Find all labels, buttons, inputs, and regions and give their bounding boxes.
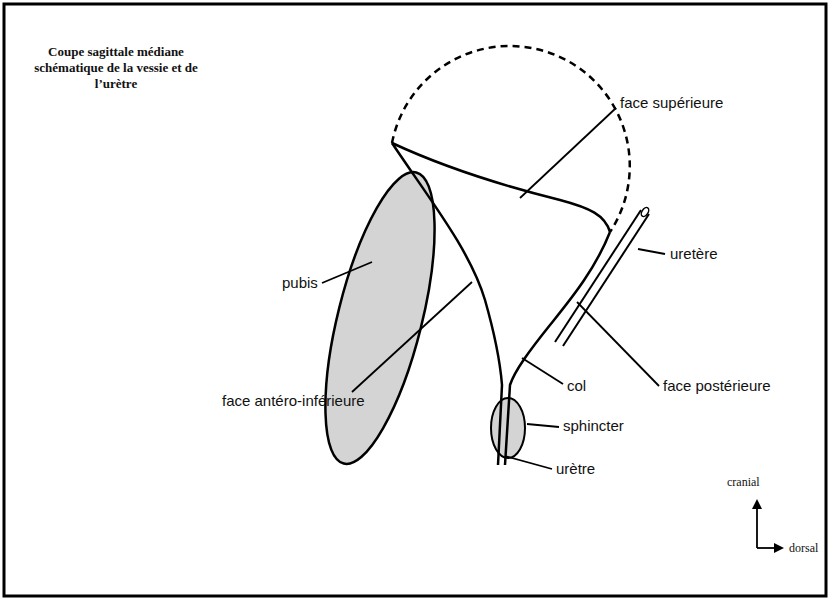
diagram-title: Coupe sagittale médiane schématique de l… (28, 44, 204, 92)
part-label: urètre (556, 460, 595, 478)
part-label: pubis (282, 274, 318, 292)
part-label: face antéro-inférieure (222, 392, 365, 410)
part-label: face postérieure (663, 377, 771, 395)
part-label: uretère (670, 245, 718, 263)
part-label: face supérieure (620, 94, 723, 112)
axis-label: dorsal (789, 541, 818, 555)
axis-label: cranial (727, 475, 760, 489)
part-label: sphincter (563, 417, 624, 435)
part-label: col (567, 377, 586, 395)
